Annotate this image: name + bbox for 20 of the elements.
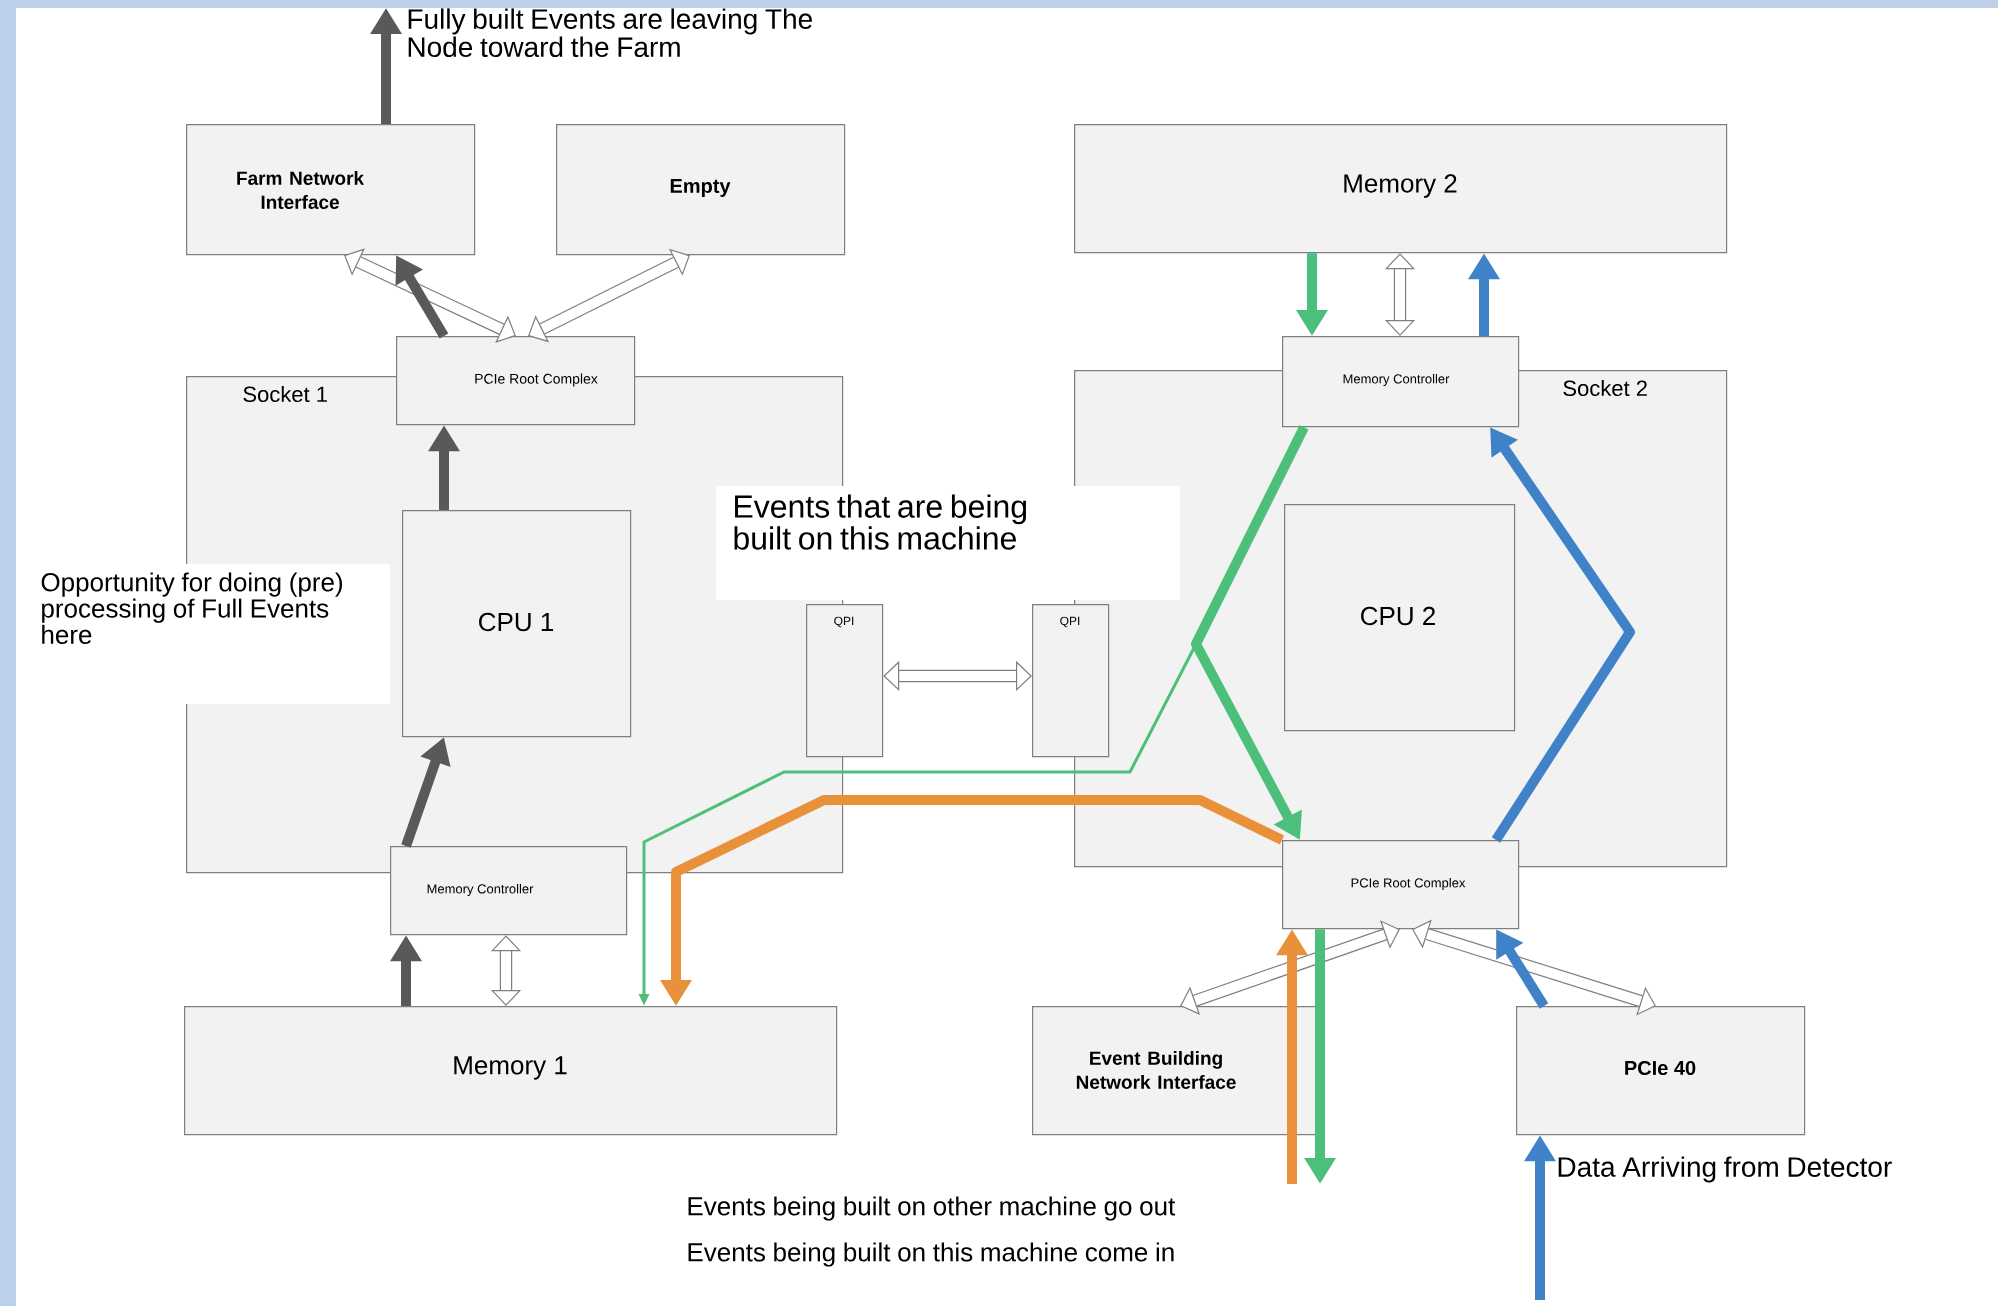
component-box: Memory 1 xyxy=(184,1006,838,1136)
block-arrow xyxy=(1384,253,1416,336)
text-label: Events being built on other machine go out xyxy=(688,1196,1176,1221)
component-box: CPU 2 xyxy=(1284,504,1516,732)
text-label: Data Arriving from Detector xyxy=(1558,1156,1892,1183)
component-box: Event Building Network Interface xyxy=(1032,1006,1322,1136)
component-box: Farm Network Interface xyxy=(186,124,476,256)
text-label: Opportunity for doing (pre) processing of Full Events here xyxy=(32,564,390,704)
component-box: PCIe 40 xyxy=(1516,1006,1806,1136)
text-label: Events being built on this machine come in xyxy=(688,1242,1174,1267)
block-arrow xyxy=(490,935,522,1006)
block-arrow xyxy=(1180,920,1400,1015)
component-box: CPU 1 xyxy=(402,510,632,738)
block-arrow xyxy=(344,248,516,343)
component-box: Empty xyxy=(556,124,846,256)
block-arrow xyxy=(883,660,1032,692)
block-arrow xyxy=(528,248,690,343)
text-label: Events that are being built on this machine xyxy=(716,486,1180,600)
caption-text: Fully built Events are leaving The Node toward the Farm xyxy=(408,8,812,58)
component-box: Memory 2 xyxy=(1074,124,1728,254)
